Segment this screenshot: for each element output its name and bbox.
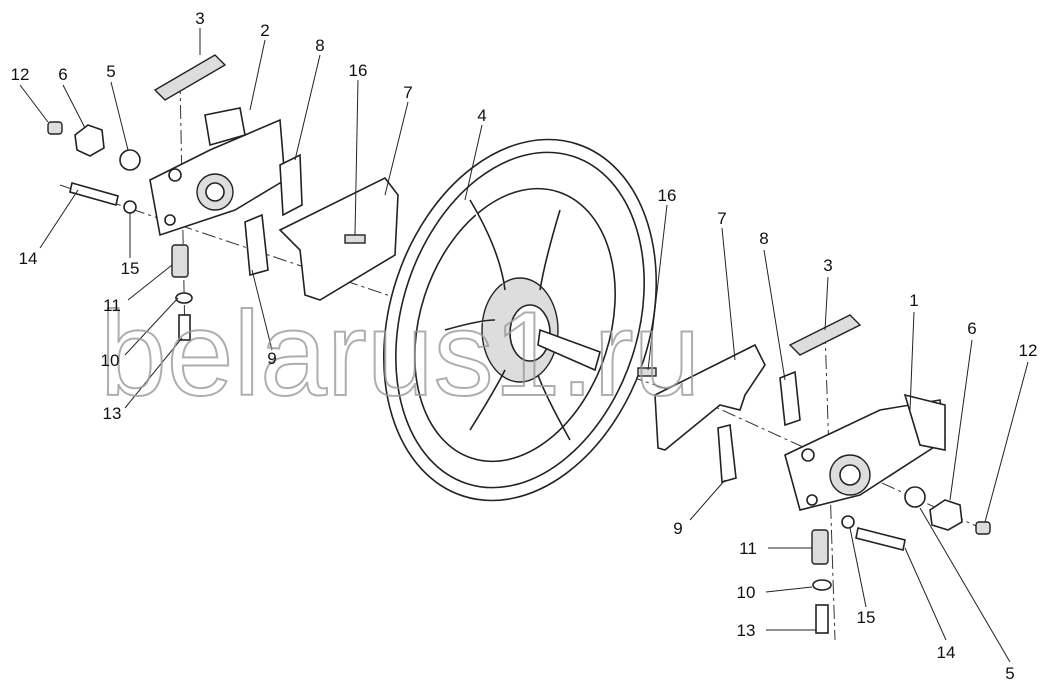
plate-right bbox=[788, 314, 862, 356]
small-parts-right bbox=[811, 486, 991, 634]
callout-3: 3 bbox=[195, 9, 204, 28]
bracket-7-right bbox=[654, 343, 766, 451]
callout-16: 16 bbox=[349, 61, 368, 80]
callout-10: 10 bbox=[101, 351, 120, 370]
callout-13: 13 bbox=[103, 404, 122, 423]
callout-11: 11 bbox=[739, 539, 757, 558]
callout-6: 6 bbox=[967, 319, 976, 338]
callout-15: 15 bbox=[857, 608, 876, 627]
callout-1: 1 bbox=[909, 291, 918, 310]
bearing-housing-left bbox=[149, 107, 286, 237]
callout-11: 11 bbox=[103, 296, 121, 315]
watermark: belarus1.ru bbox=[100, 287, 700, 421]
shim-8-left bbox=[279, 153, 303, 217]
shim-8-right bbox=[779, 370, 801, 427]
callout-8: 8 bbox=[759, 229, 768, 248]
callout-6: 6 bbox=[58, 65, 67, 84]
callout-15: 15 bbox=[121, 259, 140, 278]
bracket-7-left bbox=[278, 176, 399, 301]
callout-10: 10 bbox=[737, 583, 756, 602]
callout-9: 9 bbox=[673, 519, 682, 538]
key-16-right bbox=[637, 367, 657, 377]
callout-14: 14 bbox=[19, 249, 38, 268]
callout-13: 13 bbox=[737, 621, 756, 640]
callout-8: 8 bbox=[315, 36, 324, 55]
callout-4: 4 bbox=[477, 106, 486, 125]
callout-5: 5 bbox=[106, 62, 115, 81]
key-16-left bbox=[344, 234, 366, 244]
callout-14: 14 bbox=[937, 643, 956, 662]
callout-2: 2 bbox=[260, 21, 269, 40]
small-parts-left bbox=[47, 121, 193, 341]
leader-lines bbox=[19, 28, 1029, 663]
plate-left bbox=[153, 54, 227, 101]
callout-12: 12 bbox=[11, 65, 30, 84]
callout-9: 9 bbox=[267, 349, 276, 368]
callout-5: 5 bbox=[1005, 664, 1014, 683]
bearing-housing-right bbox=[784, 393, 946, 511]
shim-9-right bbox=[717, 424, 737, 484]
callout-12: 12 bbox=[1019, 341, 1038, 360]
callout-7: 7 bbox=[403, 83, 412, 102]
shim-9-left bbox=[244, 213, 269, 277]
callout-16: 16 bbox=[658, 186, 677, 205]
callout-7: 7 bbox=[717, 209, 726, 228]
wheel bbox=[382, 138, 658, 502]
callout-3: 3 bbox=[823, 256, 832, 275]
